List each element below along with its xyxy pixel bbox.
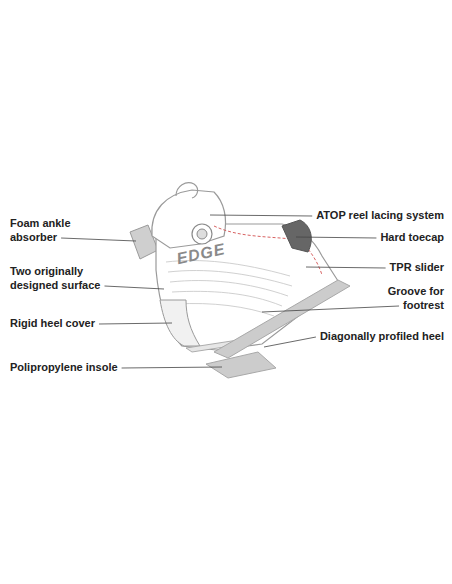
label-text: Diagonally profiled heel — [320, 330, 444, 342]
reel-knob — [192, 224, 212, 244]
shell-stripe — [176, 304, 274, 317]
label-text: Polipropylene insole — [10, 361, 118, 373]
part-label: Polipropylene insole — [10, 360, 150, 374]
reel-loop — [176, 183, 198, 198]
part-label: Diagonally profiled heel — [274, 329, 444, 343]
part-label: Rigid heel cover — [10, 316, 130, 330]
reel-center — [197, 229, 207, 239]
leader-line — [99, 323, 172, 324]
boot-cuff — [152, 190, 226, 248]
label-text: TPR slider — [390, 261, 444, 273]
part-label: ATOP reel lacing system — [274, 208, 444, 222]
toecap — [282, 220, 311, 252]
label-text: Rigid heel cover — [10, 317, 95, 329]
heel-piece — [206, 352, 276, 378]
slider-plate — [214, 280, 350, 358]
leader-line — [104, 286, 164, 289]
leader-line — [262, 306, 399, 312]
leader-line — [264, 337, 316, 347]
label-text: Two originally designed surface — [10, 265, 100, 291]
part-label: Two originally designed surface — [10, 264, 114, 292]
part-label: TPR slider — [324, 260, 444, 274]
leader-line — [306, 267, 386, 268]
leader-line — [61, 238, 136, 241]
part-label: Foam ankle absorber — [10, 216, 82, 244]
leader-line — [296, 237, 376, 238]
label-text: Hard toecap — [380, 231, 444, 243]
part-label: Groove for footrest — [380, 284, 444, 312]
shell-stripe — [168, 271, 292, 286]
label-text: ATOP reel lacing system — [316, 209, 444, 221]
part-label: Hard toecap — [324, 230, 444, 244]
leader-line — [210, 215, 312, 216]
shell-stripe — [170, 281, 288, 296]
label-text: Groove for footrest — [388, 285, 444, 311]
leader-line — [122, 367, 222, 368]
label-text: Foam ankle absorber — [10, 217, 71, 243]
